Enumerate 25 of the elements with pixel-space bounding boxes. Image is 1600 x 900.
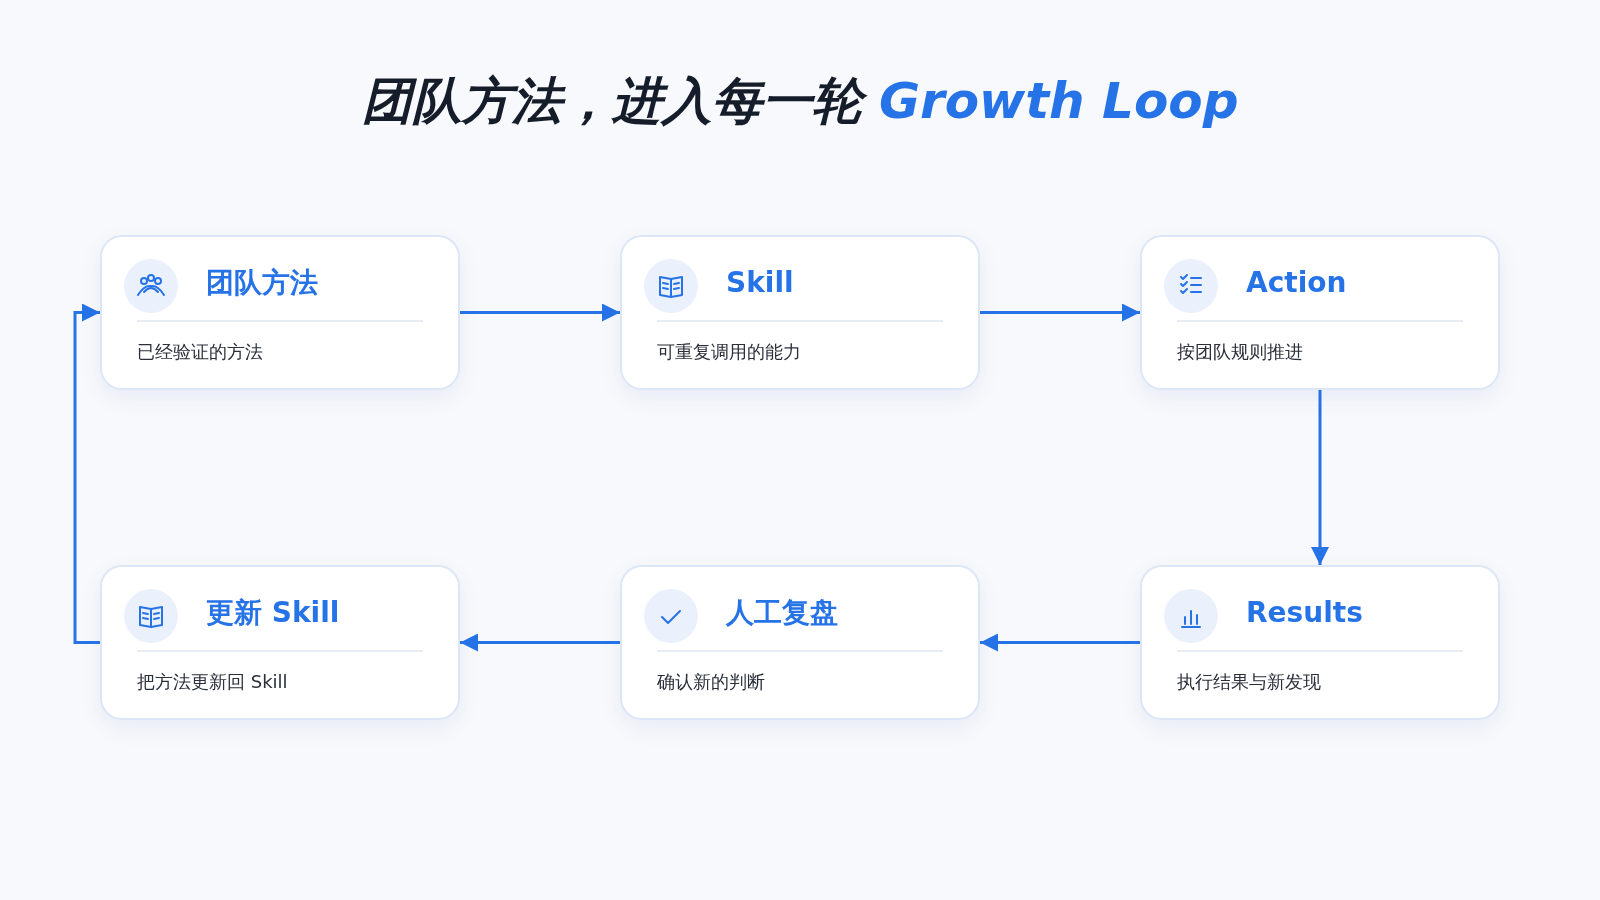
process-card bbox=[100, 565, 460, 720]
arrow bbox=[73, 303, 100, 644]
card-text: 执行结果与新发现 bbox=[1177, 670, 1321, 694]
arrow bbox=[460, 303, 620, 322]
card-text: 已经验证的方法 bbox=[137, 340, 263, 364]
card-heading: 人工复盘 bbox=[726, 595, 838, 631]
arrow bbox=[980, 633, 1140, 652]
arrow bbox=[980, 303, 1140, 322]
card-text: 按团队规则推进 bbox=[1177, 340, 1303, 364]
process-card bbox=[1140, 235, 1500, 390]
card-heading: 团队方法 bbox=[206, 265, 318, 301]
card-text: 确认新的判断 bbox=[657, 670, 765, 694]
process-card bbox=[620, 565, 980, 720]
card-heading: Results bbox=[1246, 595, 1363, 631]
card-text: 把方法更新回 Skill bbox=[137, 670, 288, 694]
process-card bbox=[1140, 565, 1500, 720]
card-text: 可重复调用的能力 bbox=[657, 340, 801, 364]
title: 团队方法，进入每一轮 Growth Loop bbox=[360, 71, 1240, 132]
arrow bbox=[460, 633, 620, 652]
card-heading: Skill bbox=[726, 265, 794, 301]
arrow bbox=[1311, 390, 1329, 565]
process-card bbox=[620, 235, 980, 390]
card-heading: 更新 Skill bbox=[206, 595, 340, 631]
card-heading: Action bbox=[1246, 265, 1347, 301]
process-card bbox=[100, 235, 460, 390]
